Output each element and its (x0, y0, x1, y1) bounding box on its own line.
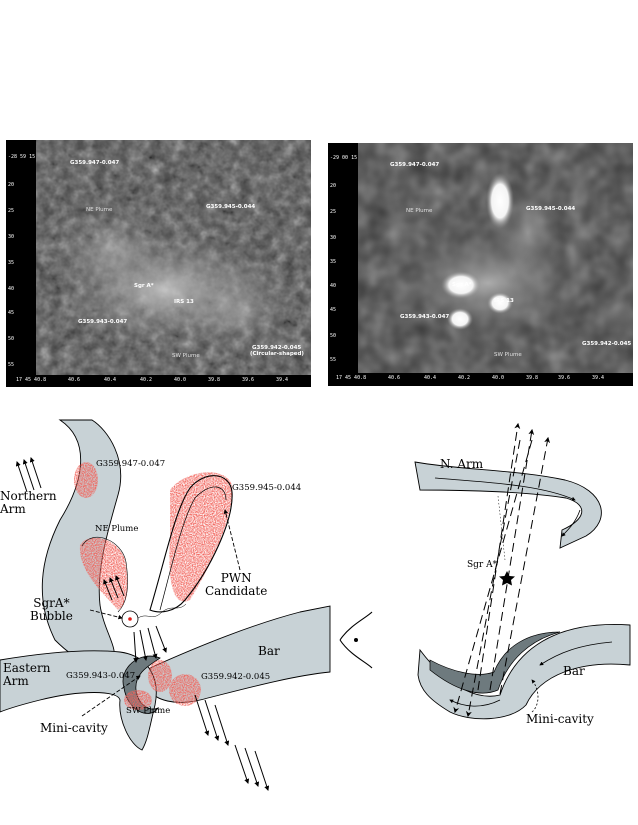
label-sw-plume: SW Plume (172, 353, 200, 359)
ra-tick: 40.4 (102, 377, 119, 383)
ra-tick: 40.0 (172, 377, 189, 383)
label-g943: G359.943-0.047 (400, 314, 450, 320)
dec-tick: 30 (8, 234, 15, 240)
ra-tick: 40.2 (138, 377, 155, 383)
ra-tick: 39.6 (240, 377, 257, 383)
dec-tick: 25 (330, 209, 337, 215)
sgra-bubble-circle (121, 610, 139, 628)
mini-cavity-ring (122, 655, 161, 714)
ra-tick: 40.4 (422, 375, 439, 381)
dec-tick: 55 (8, 362, 15, 368)
dec-tick: 50 (330, 333, 337, 339)
label-irs13: IRS 13 (494, 298, 514, 304)
mini-cavity-right (429, 631, 561, 694)
label-sgra-bubble: SgrA* Bubble (30, 596, 73, 623)
label-sgra-right: Sgr A* (467, 560, 498, 570)
dec-tick: -29 00 15 (330, 155, 358, 161)
label-ne-plume-sketch: NE Plume (95, 524, 139, 534)
label-ne-plume: NE Plume (86, 207, 113, 213)
dec-tick: 40 (8, 286, 15, 292)
label-eastern-arm: Eastern Arm (3, 661, 51, 688)
label-bar-right: Bar (563, 664, 585, 678)
label-sgra: Sgr A* (452, 282, 472, 288)
label-mini-cavity: Mini-cavity (40, 721, 108, 735)
label-bar: Bar (258, 644, 280, 658)
dec-tick: 20 (8, 182, 15, 188)
bar-shape (149, 605, 331, 703)
dec-tick: -28 59 15 (8, 154, 36, 160)
dec-tick: 45 (330, 307, 337, 313)
label-g945: G359.945-0.044 (206, 204, 256, 210)
label-n-arm: N. Arm (440, 457, 484, 471)
ra-tick: 39.8 (524, 375, 541, 381)
dec-tick: 20 (330, 183, 337, 189)
ra-tick: 40.2 (456, 375, 473, 381)
left-radio-image: -28 59 15 20 25 30 35 40 45 50 55 17 45 … (6, 140, 311, 387)
label-g942-sketch: G359.942-0.045 (201, 672, 271, 682)
label-sw-plume-sketch: SW Plume (126, 706, 171, 716)
left-image-canvas (6, 140, 311, 387)
ra-tick: 39.8 (206, 377, 223, 383)
right-radio-image: -29 00 15 20 25 30 35 40 45 50 55 17 45 … (328, 143, 633, 386)
label-mini-cavity-right: Mini-cavity (526, 712, 594, 726)
label-g942: G359.942-0.045 (582, 341, 632, 347)
label-g943-sketch: G359.943-0.047 (66, 671, 136, 681)
label-g945: G359.945-0.044 (526, 206, 576, 212)
ra-tick: 17 45 40.8 (334, 375, 369, 381)
dec-tick: 35 (330, 259, 337, 265)
label-sw-plume: SW Plume (494, 352, 522, 358)
ra-tick: 39.4 (590, 375, 607, 381)
n-arm-shape (414, 461, 602, 549)
ra-tick: 39.4 (274, 377, 291, 383)
ra-tick: 40.0 (490, 375, 507, 381)
dec-tick: 25 (8, 208, 15, 214)
label-g947-sketch: G359.947-0.047 (96, 459, 166, 469)
label-g947: G359.947-0.047 (70, 160, 120, 166)
ra-tick: 17 45 40.8 (14, 377, 49, 383)
dec-tick: 50 (8, 336, 15, 342)
right-image-canvas (328, 143, 633, 386)
label-sgra: Sgr A* (134, 283, 154, 289)
dec-tick: 45 (8, 310, 15, 316)
label-g947: G359.947-0.047 (390, 162, 440, 168)
label-pwn-candidate: PWN Candidate (205, 571, 268, 598)
label-g943: G359.943-0.047 (78, 319, 128, 325)
dec-tick: 40 (330, 283, 337, 289)
label-ne-plume: NE Plume (406, 208, 433, 214)
label-irs13: IRS 13 (174, 299, 194, 305)
ra-tick: 40.6 (386, 375, 403, 381)
sgra-star-icon (499, 571, 515, 586)
dec-tick: 55 (330, 357, 337, 363)
label-circular: (Circular-shaped) (250, 351, 304, 357)
ra-tick: 39.6 (556, 375, 573, 381)
label-g945-sketch: G359.945-0.044 (232, 483, 302, 493)
ra-tick: 40.6 (66, 377, 83, 383)
dec-tick: 35 (8, 260, 15, 266)
dec-tick: 30 (330, 235, 337, 241)
northern-arm-shape (41, 419, 122, 666)
eye-icon (339, 611, 373, 669)
bar-right-shape (417, 624, 631, 720)
label-g942: G359.942-0.045 (252, 345, 302, 351)
label-northern-arm: Northern Arm (0, 489, 57, 516)
